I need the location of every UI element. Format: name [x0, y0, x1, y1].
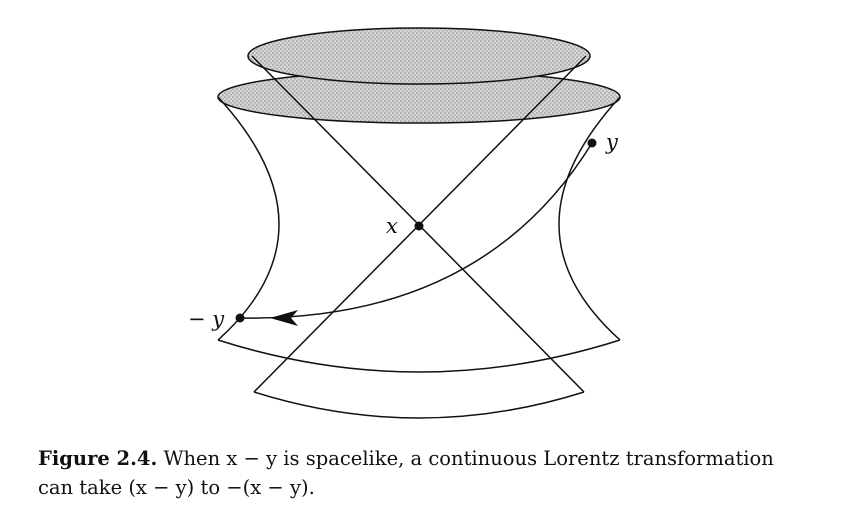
hyperboloid-right-side [558, 96, 621, 341]
point-x [414, 221, 424, 231]
label-neg-y: − y [188, 307, 225, 331]
transformation-arrowhead [270, 310, 298, 326]
hyperboloid-left-side [217, 96, 280, 341]
label-x: x [386, 214, 398, 238]
point-y [587, 138, 597, 148]
figure-caption: Figure 2.4. When x − y is spacelike, a c… [38, 444, 858, 502]
light-cone-bottom-rim [253, 391, 585, 419]
caption-line-1: Figure 2.4. When x − y is spacelike, a c… [38, 444, 858, 473]
hyperboloid-bottom-rim [217, 339, 621, 373]
transformation-path [239, 142, 593, 319]
caption-text-1: When x − y is spacelike, a continuous Lo… [157, 447, 774, 470]
hyperboloid-lightcone-figure: x y − y [188, 27, 621, 419]
point-neg-y [235, 313, 245, 323]
caption-line-2: can take (x − y) to −(x − y). [38, 476, 315, 499]
light-cone-top-rim [247, 27, 591, 85]
figure-number: Figure 2.4. [38, 447, 158, 470]
label-y: y [605, 130, 619, 154]
